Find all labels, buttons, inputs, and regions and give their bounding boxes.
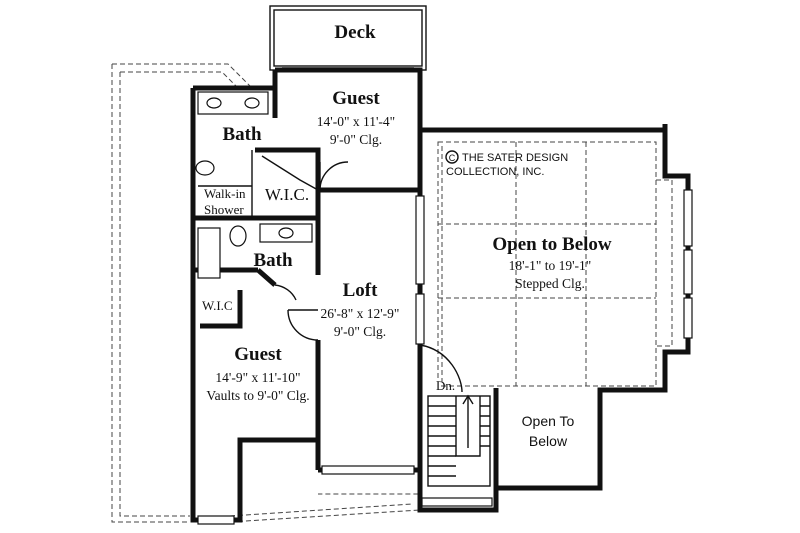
walls [190, 67, 691, 523]
bath-lower-label: Bath [253, 250, 293, 271]
walk-in-shower-line2: Shower [204, 202, 244, 217]
open-to-below-grid [437, 141, 673, 387]
loft-ceiling: 9'-0" Clg. [334, 324, 386, 339]
copyright-line1: THE SATER DESIGN [462, 152, 568, 164]
room-labels: Deck Guest 14'-0" x 11'-4" 9'-0" Clg. Ba… [202, 22, 612, 449]
copyright-symbol: C [449, 153, 456, 163]
stair-down-label: Dn. [436, 378, 455, 393]
walk-in-shower-line1: Walk-in [204, 186, 246, 201]
wic-lower-label: W.I.C [202, 298, 233, 313]
open-to-below-dims: 18'-1" to 19'-1" [509, 258, 592, 273]
guest-upper-ceiling: 9'-0" Clg. [330, 132, 382, 147]
roof-outline [111, 63, 421, 523]
open-to-below-small-line2: Below [529, 433, 568, 449]
doors [261, 155, 463, 393]
open-to-below-label: Open to Below [492, 234, 612, 255]
stair [427, 394, 491, 487]
guest-lower-dims: 14'-9" x 11'-10" [215, 370, 300, 385]
loft-label: Loft [343, 280, 379, 301]
copyright-notice: C THE SATER DESIGN COLLECTION, INC. [445, 150, 568, 178]
bath-fixtures [195, 91, 313, 279]
loft-dims: 26'-8" x 12'-9" [321, 306, 400, 321]
guest-lower-ceiling: Vaults to 9'-0" Clg. [206, 388, 309, 403]
guest-upper-dims: 14'-0" x 11'-4" [317, 114, 395, 129]
deck-label: Deck [334, 22, 376, 43]
wic-upper-label: W.I.C. [265, 185, 309, 204]
open-to-below-small-line1: Open To [522, 413, 575, 429]
open-to-below-ceiling: Stepped Clg. [515, 276, 585, 291]
windows [197, 189, 693, 525]
copyright-line2: COLLECTION, INC. [446, 166, 544, 178]
guest-upper-label: Guest [332, 88, 380, 109]
bath-upper-label: Bath [222, 124, 262, 145]
guest-lower-label: Guest [234, 344, 282, 365]
